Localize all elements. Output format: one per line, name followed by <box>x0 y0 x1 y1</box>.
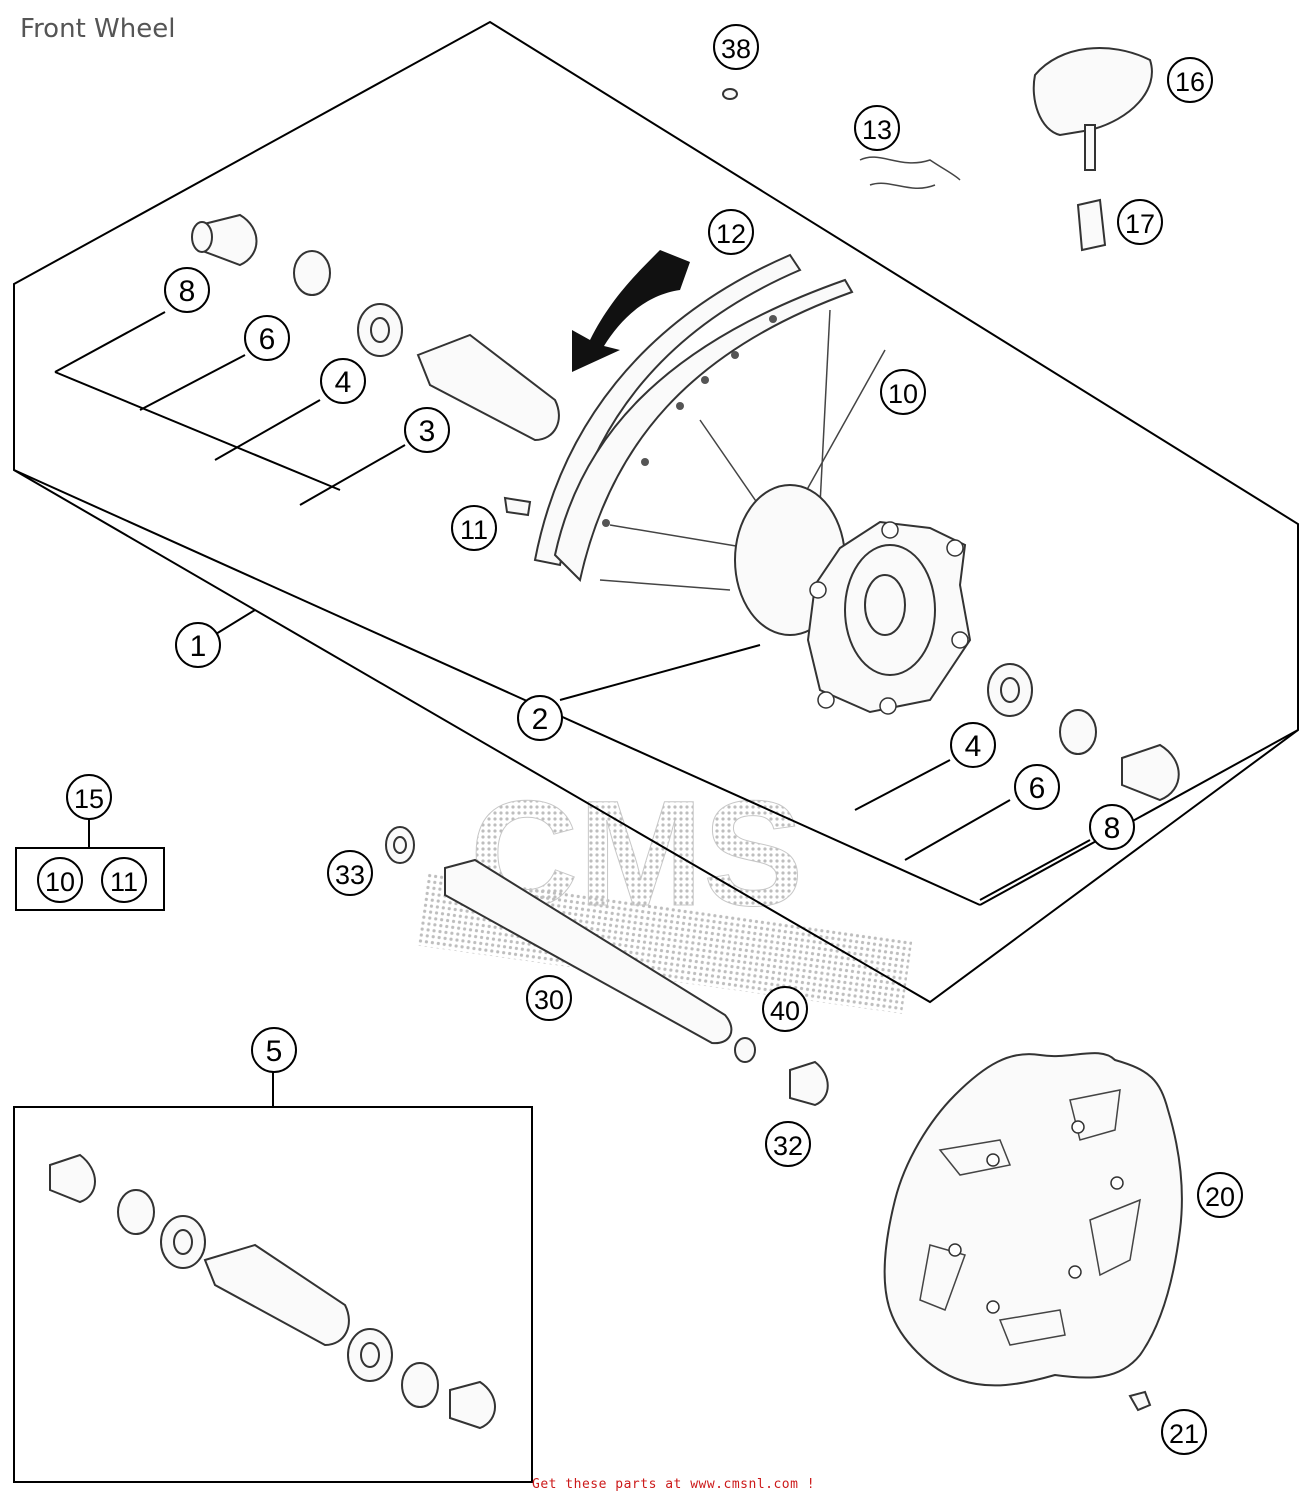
callout-4: 4 <box>320 358 366 404</box>
callout-label: 8 <box>179 275 196 308</box>
callout-30: 30 <box>526 975 572 1021</box>
callout-38: 38 <box>713 24 759 70</box>
callout-label: 10 <box>45 867 75 897</box>
left-spacers <box>191 213 560 442</box>
wheel-hub <box>734 484 972 715</box>
callout-label: 3 <box>419 415 436 448</box>
callout-1: 1 <box>175 622 221 668</box>
callout-label: 4 <box>335 366 352 399</box>
callout-4: 4 <box>950 722 996 768</box>
callout-label: 20 <box>1205 1182 1235 1212</box>
callout-label: 2 <box>532 703 549 736</box>
callout-40: 40 <box>762 986 808 1032</box>
page-title: Front Wheel <box>20 14 176 44</box>
callout-label: 1 <box>190 630 207 663</box>
right-spacers <box>987 663 1180 802</box>
callout-label: 40 <box>770 996 800 1026</box>
callout-label: 32 <box>773 1131 803 1161</box>
callout-16: 16 <box>1167 57 1213 103</box>
axle-parts <box>385 826 829 1107</box>
tire-lever-parts <box>722 47 1153 252</box>
bearing-kit-parts <box>49 1153 496 1430</box>
callout-11: 11 <box>451 505 497 551</box>
wheel-rim <box>533 253 886 591</box>
callout-label: 10 <box>888 379 918 409</box>
callout-label: 5 <box>266 1035 283 1068</box>
callout-10: 10 <box>880 369 926 415</box>
callout-label: 6 <box>259 323 276 356</box>
callout-8: 8 <box>1089 804 1135 850</box>
assembly-inner-edge <box>13 469 981 906</box>
callout-13: 13 <box>854 105 900 151</box>
footer-link[interactable]: Get these parts at www.cmsnl.com ! <box>532 1477 816 1492</box>
callout-label: 4 <box>965 730 982 763</box>
callout-15: 15 <box>66 774 112 820</box>
valve-part <box>503 496 532 517</box>
callout-label: 12 <box>716 219 746 249</box>
callout-label: 33 <box>335 860 365 890</box>
callout-label: 8 <box>1104 812 1121 845</box>
callout-label: 17 <box>1125 209 1155 239</box>
callout-5: 5 <box>251 1027 297 1073</box>
callout-6: 6 <box>244 315 290 361</box>
brake-disc <box>883 1052 1183 1412</box>
callout-20: 20 <box>1197 1172 1243 1218</box>
callout-label: 21 <box>1169 1419 1199 1449</box>
watermark-text: CMS <box>470 769 803 937</box>
callout-17: 17 <box>1117 199 1163 245</box>
callout-label: 16 <box>1175 67 1205 97</box>
callout-10: 10 <box>37 857 83 903</box>
callout-3: 3 <box>404 407 450 453</box>
callout-label: 11 <box>460 515 488 545</box>
callout-label: 38 <box>721 34 751 64</box>
callout-label: 15 <box>74 784 104 814</box>
callout-label: 11 <box>110 867 138 897</box>
callout-label: 13 <box>862 115 892 145</box>
callout-8: 8 <box>164 267 210 313</box>
callout-11: 11 <box>101 857 147 903</box>
callout-33: 33 <box>327 850 373 896</box>
callout-21: 21 <box>1161 1409 1207 1455</box>
assembly-inner-edge-2 <box>979 729 1299 906</box>
callout-6: 6 <box>1014 764 1060 810</box>
callout-label: 30 <box>534 985 564 1015</box>
callout-12: 12 <box>708 209 754 255</box>
callout-2: 2 <box>517 695 563 741</box>
rotation-arrow <box>572 250 690 372</box>
callout-label: 6 <box>1029 772 1046 805</box>
callout-32: 32 <box>765 1121 811 1167</box>
